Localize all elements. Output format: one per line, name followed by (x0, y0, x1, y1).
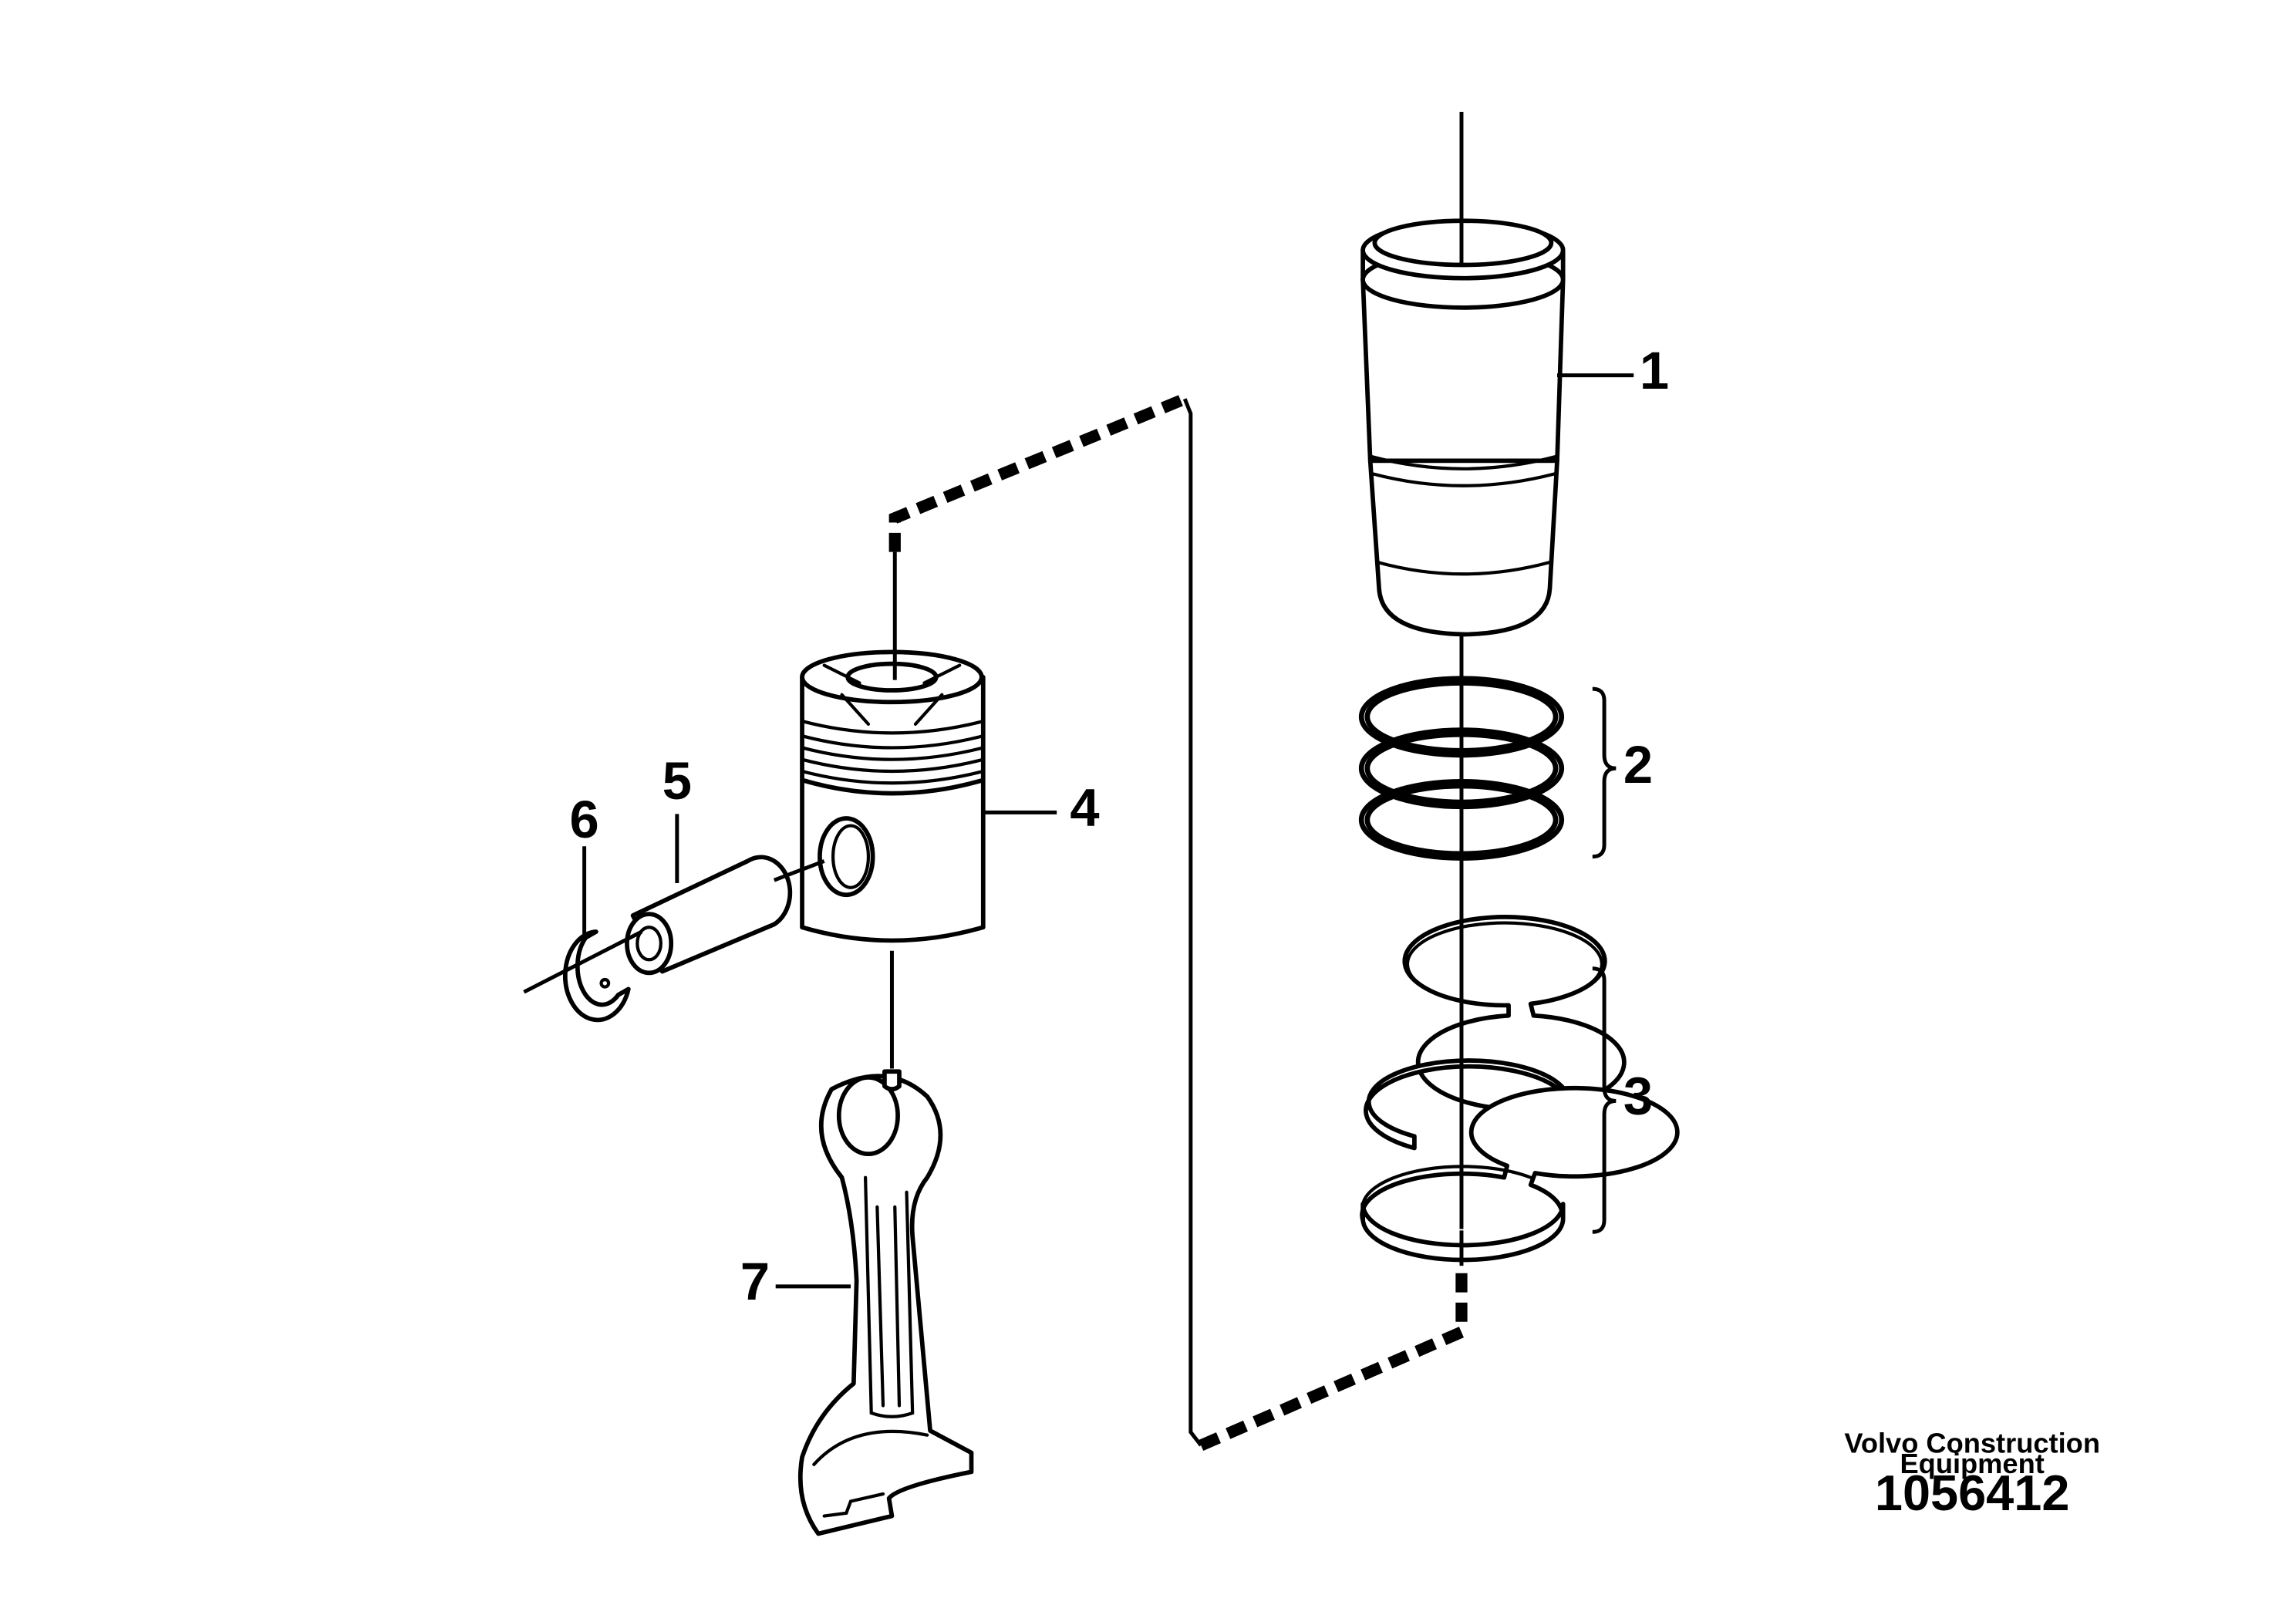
assembly-dash-upper (888, 393, 1188, 552)
pin-axis (773, 859, 825, 882)
connecting-rod (797, 1069, 974, 1536)
piston-rings-set-3 (1360, 915, 1680, 1263)
document-number: 1056412 (1875, 1465, 2070, 1521)
bracket-2 (1592, 686, 1617, 859)
bracket-3 (1592, 966, 1617, 1234)
callout-5: 5 (663, 751, 692, 811)
callout-2: 2 (1623, 735, 1653, 794)
assembly-connector (1182, 398, 1203, 1447)
callout-3: 3 (1623, 1067, 1653, 1126)
piston (800, 649, 986, 943)
brand-line-1: Volvo Construction (1844, 1428, 2100, 1459)
brand-line-2: Equipment (1900, 1448, 2045, 1479)
clip-axis (523, 929, 643, 994)
assembly-dash-lower (1199, 1263, 1468, 1451)
callout-1: 1 (1640, 341, 1669, 400)
callout-4: 4 (1070, 778, 1099, 838)
cylinder-liner (1360, 218, 1566, 637)
callout-7: 7 (740, 1252, 770, 1311)
callout-6: 6 (570, 790, 599, 849)
piston-pin (625, 855, 793, 976)
circlip (562, 929, 631, 1023)
